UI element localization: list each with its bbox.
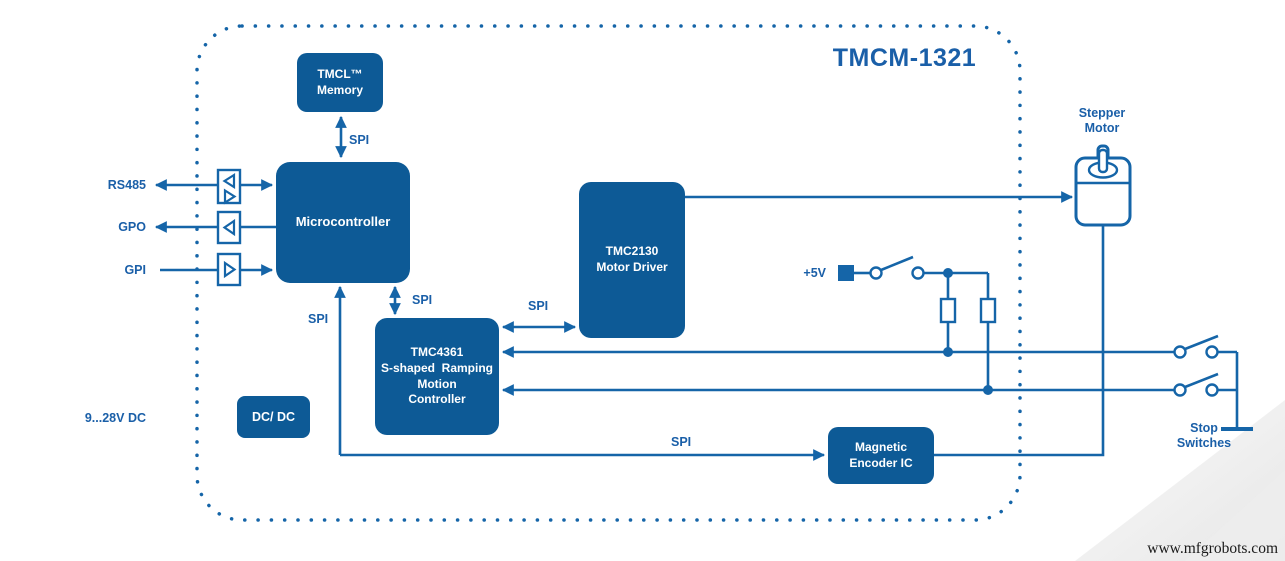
buffer-triangle-left-icon — [222, 173, 236, 189]
switch-contact-icon — [1205, 383, 1219, 397]
supply-pad-icon — [838, 265, 854, 281]
label-spi-vertical: SPI — [308, 312, 329, 326]
junction-dot — [943, 347, 953, 357]
label-stop-switches: Stop Switches — [1176, 421, 1232, 450]
label-spi-tmc4361-tmc2130: SPI — [528, 299, 549, 313]
wire-encoder-to-motor — [933, 225, 1105, 457]
block-tmc4361: TMC4361 S-shaped Ramping Motion Controll… — [375, 318, 499, 435]
label-spi-encoder: SPI — [671, 435, 692, 449]
label-spi-memory: SPI — [349, 133, 370, 147]
label-stepper-motor: Stepper Motor — [1078, 106, 1126, 135]
rs485-transceiver-icon — [216, 168, 242, 205]
watermark: www.mfgrobots.com — [1147, 540, 1278, 557]
resistor-icon — [979, 297, 997, 324]
buffer-triangle-right-icon — [223, 260, 237, 279]
switch-arm-stop1 — [1184, 334, 1219, 351]
switch-arm-stop2 — [1184, 372, 1219, 389]
block-tmcl-memory: TMCL™ Memory — [297, 53, 383, 112]
label-supply: 9...28V DC — [84, 411, 146, 425]
label-gpi: GPI — [124, 263, 146, 277]
switch-contact-icon — [1173, 345, 1187, 359]
gpo-buffer-icon — [216, 210, 242, 245]
corner-decoration-inner — [1185, 470, 1285, 561]
gpi-buffer-icon — [216, 252, 242, 287]
junction-dot — [983, 385, 993, 395]
switch-arm-5v — [880, 255, 914, 272]
label-rs485: RS485 — [107, 178, 146, 192]
buffer-triangle-left-icon — [222, 218, 236, 237]
resistor-icon — [939, 297, 957, 324]
switch-contact-icon — [869, 266, 883, 280]
stepper-motor-icon — [1074, 144, 1132, 227]
label-plus5v: +5V — [803, 266, 826, 280]
block-magnetic-encoder: Magnetic Encoder IC — [828, 427, 934, 484]
junction-dot — [943, 268, 953, 278]
label-gpo: GPO — [118, 220, 146, 234]
page-title: TMCM-1321 — [832, 44, 977, 72]
block-dcdc: DC/ DC — [237, 396, 310, 438]
block-tmc2130: TMC2130 Motor Driver — [579, 182, 685, 338]
label-spi-micro-tmc4361: SPI — [412, 293, 433, 307]
switch-contact-icon — [911, 266, 925, 280]
buffer-triangle-right-icon — [223, 188, 237, 205]
switch-contact-icon — [1205, 345, 1219, 359]
block-microcontroller: Microcontroller — [276, 162, 410, 283]
switch-contact-icon — [1173, 383, 1187, 397]
